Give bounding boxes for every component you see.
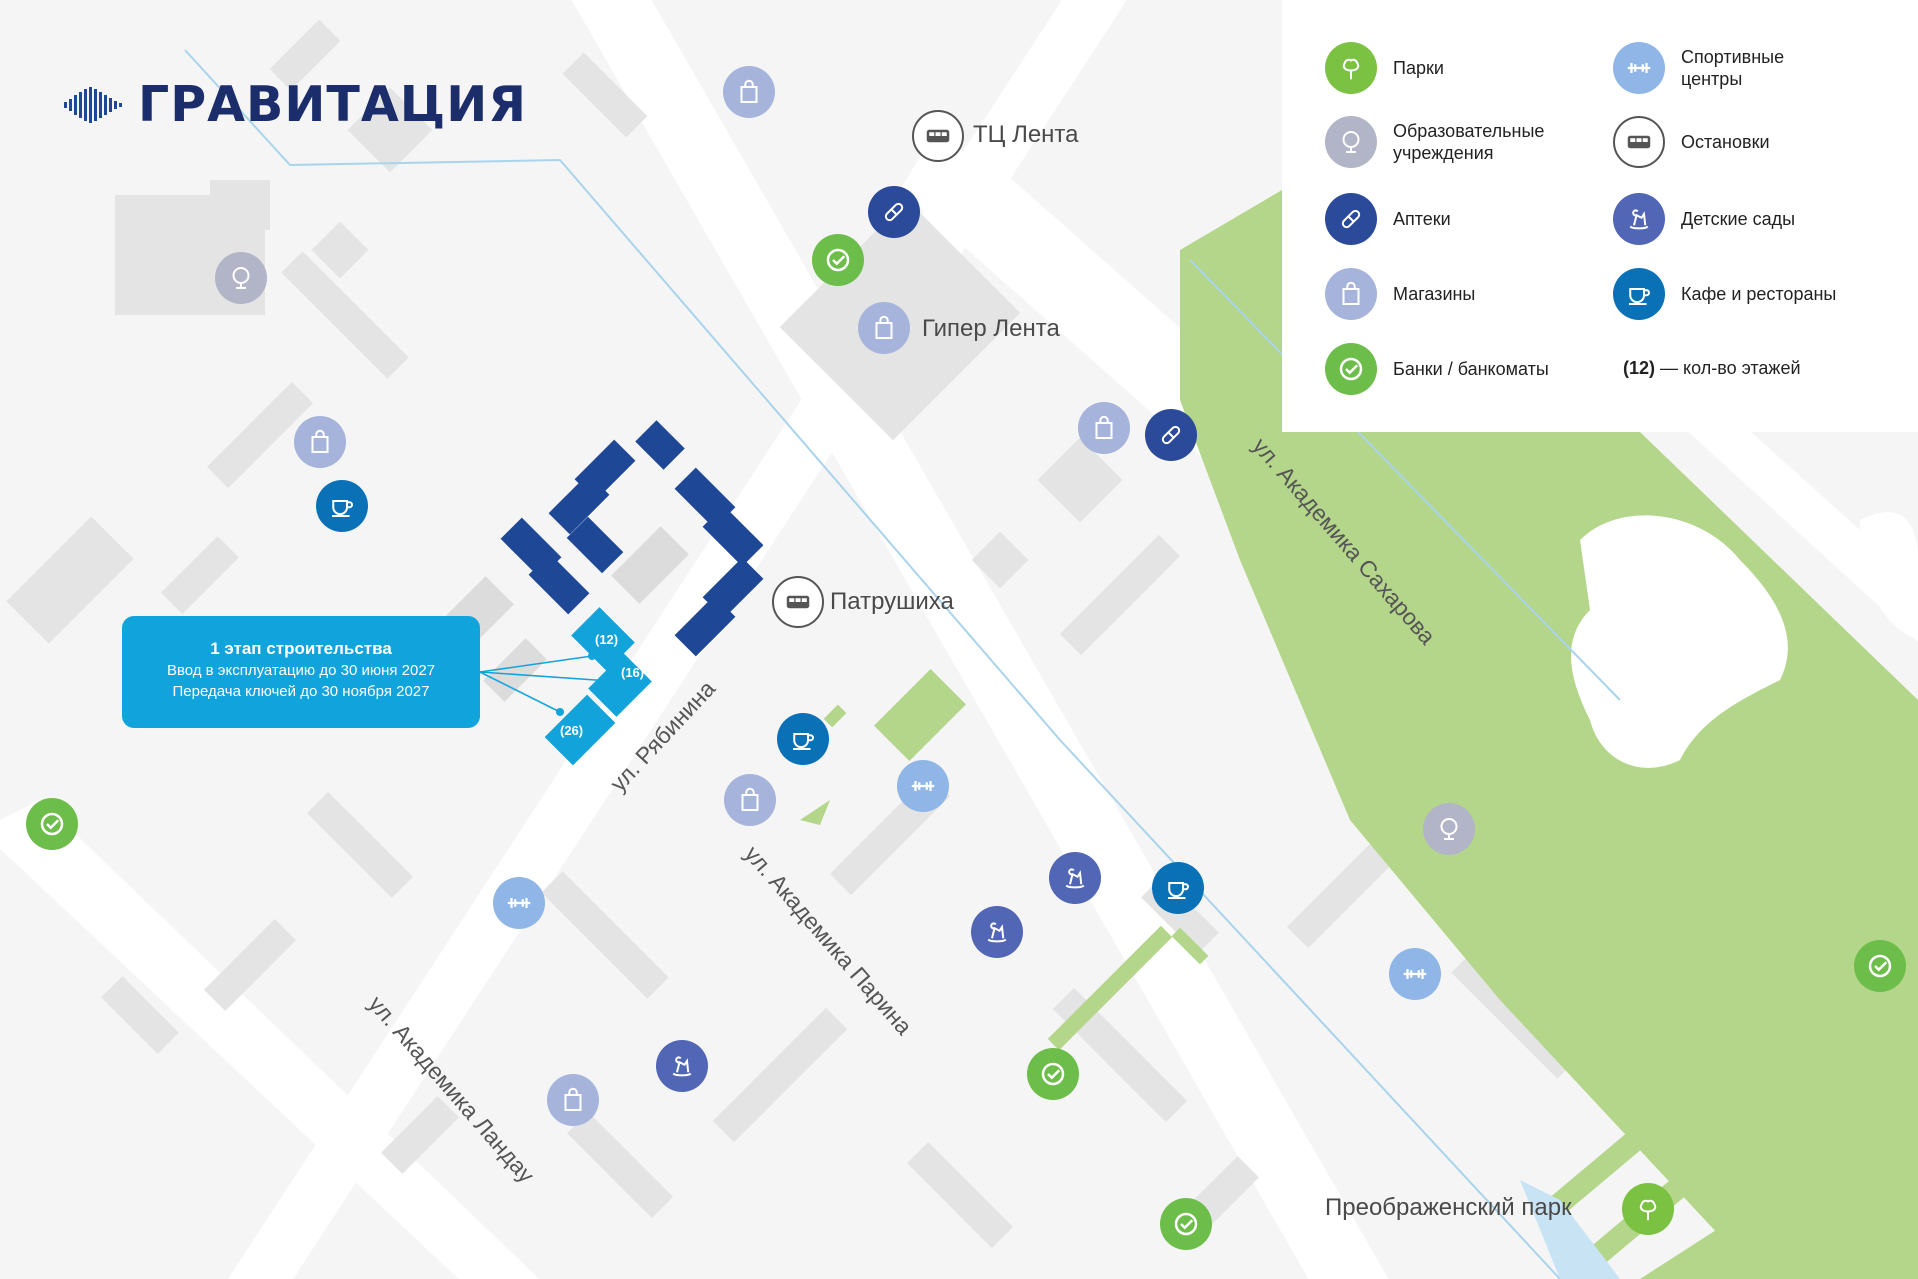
sport-icon[interactable]: [1389, 948, 1441, 1000]
legend-floors-text: — кол-во этажей: [1655, 358, 1801, 378]
park-icon[interactable]: [1622, 1183, 1674, 1235]
place-label-patrushikha: Патрушиха: [830, 588, 954, 615]
legend-item-cafe: Кафе и рестораны: [1613, 268, 1881, 320]
shop-icon[interactable]: [723, 66, 775, 118]
sport-icon[interactable]: [493, 877, 545, 929]
cafe-icon[interactable]: [777, 713, 829, 765]
shop-icon[interactable]: [858, 302, 910, 354]
education-icon[interactable]: [1423, 803, 1475, 855]
pharmacy-icon: [1325, 193, 1377, 245]
legend-item-floors: (12) — кол-во этажей: [1623, 357, 1863, 379]
legend-label: Кафе и рестораны: [1681, 284, 1837, 304]
legend-item-education: Образовательные учреждения: [1325, 116, 1568, 168]
bank-icon[interactable]: [812, 234, 864, 286]
legend-item-pharmacy: Аптеки: [1325, 193, 1593, 245]
legend-item-banks: Банки / банкоматы: [1325, 343, 1593, 395]
stage-one-callout: 1 этап строительства Ввод в эксплуатацию…: [122, 616, 480, 728]
shop-icon[interactable]: [547, 1074, 599, 1126]
kindergarten-icon[interactable]: [656, 1040, 708, 1092]
legend-item-parks: Парки: [1325, 42, 1593, 94]
soundwave-icon: [64, 87, 122, 123]
bank-icon: [1325, 343, 1377, 395]
bank-icon[interactable]: [26, 798, 78, 850]
floor-count-tag: (12): [595, 632, 619, 647]
legend-label: Магазины: [1393, 284, 1476, 304]
sport-icon: [1613, 42, 1665, 94]
legend-label: Парки: [1393, 58, 1444, 78]
legend-label: Детские сады: [1681, 209, 1796, 229]
place-label-tc-lenta: ТЦ Лента: [973, 121, 1079, 148]
bank-icon[interactable]: [1160, 1198, 1212, 1250]
education-icon[interactable]: [215, 252, 267, 304]
cafe-icon: [1613, 268, 1665, 320]
kindergarten-icon: [1613, 193, 1665, 245]
bus-icon[interactable]: [772, 576, 824, 628]
callout-line-1: Ввод в эксплуатацию до 30 июня 2027: [166, 662, 436, 679]
legend-item-shops: Магазины: [1325, 268, 1593, 320]
cafe-icon[interactable]: [316, 480, 368, 532]
legend-item-stops: Остановки: [1613, 116, 1881, 168]
place-label-giper-lenta: Гипер Лента: [922, 315, 1060, 342]
legend-item-sport: Спортивные центры: [1613, 42, 1811, 94]
cafe-icon[interactable]: [1152, 862, 1204, 914]
bus-icon[interactable]: [912, 110, 964, 162]
kindergarten-icon[interactable]: [1049, 852, 1101, 904]
kindergarten-icon[interactable]: [971, 906, 1023, 958]
bank-icon[interactable]: [1854, 940, 1906, 992]
place-label-park: Преображенский парк: [1325, 1194, 1572, 1221]
legend-floors-note: (12) — кол-во этажей: [1623, 357, 1863, 379]
education-icon: [1325, 116, 1377, 168]
bank-icon[interactable]: [1027, 1048, 1079, 1100]
pharmacy-icon[interactable]: [868, 186, 920, 238]
bus-icon: [1613, 116, 1665, 168]
callout-line-2: Передача ключей до 30 ноября 2027: [172, 683, 430, 700]
pharmacy-icon[interactable]: [1145, 409, 1197, 461]
floor-count-tag: (26): [560, 723, 584, 738]
shop-icon[interactable]: [1078, 402, 1130, 454]
legend-label: Остановки: [1681, 132, 1770, 152]
brand-name: ГРАВИТАЦИЯ: [138, 76, 527, 133]
legend-item-kindergarten: Детские сады: [1613, 193, 1881, 245]
sport-icon[interactable]: [897, 760, 949, 812]
legend-label: Аптеки: [1393, 209, 1451, 229]
park-icon: [1325, 42, 1377, 94]
map-legend: Парки Спортивные центры Образовательные …: [1282, 0, 1918, 432]
shop-icon[interactable]: [294, 416, 346, 468]
legend-label: Банки / банкоматы: [1393, 359, 1549, 379]
brand-logo: ГРАВИТАЦИЯ: [64, 76, 527, 133]
floor-count-tag: (16): [621, 665, 645, 680]
legend-label: Спортивные центры: [1681, 47, 1785, 89]
callout-title: 1 этап строительства: [210, 639, 392, 658]
legend-label: Образовательные учреждения: [1393, 121, 1545, 163]
legend-floors-bold: (12): [1623, 358, 1656, 378]
shop-icon[interactable]: [724, 774, 776, 826]
shop-icon: [1325, 268, 1377, 320]
